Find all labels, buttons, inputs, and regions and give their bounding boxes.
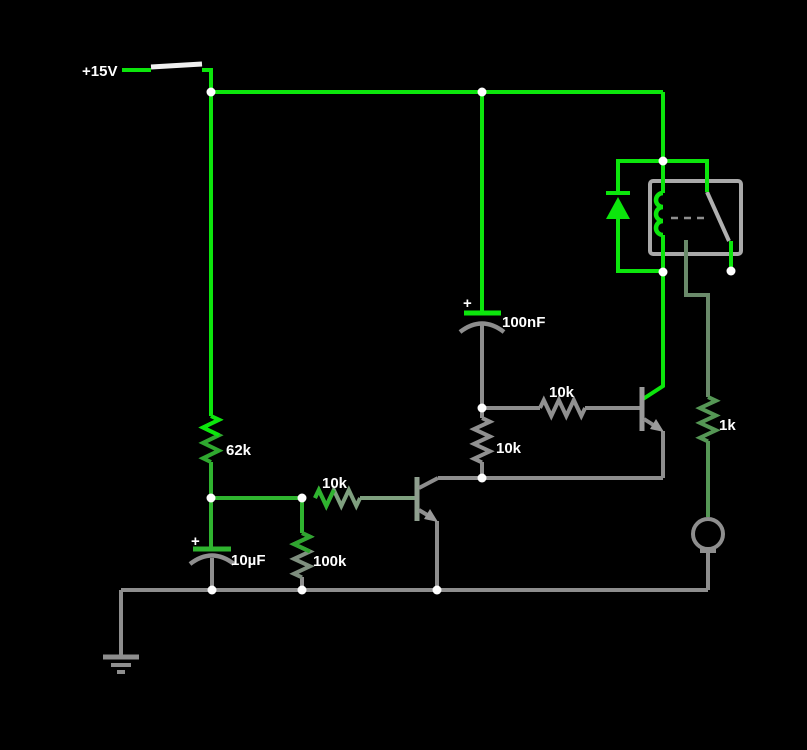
junction-dot <box>432 585 442 595</box>
labels: +15V + 100nF 10k 10k 62k 10k + 10µF 100k… <box>82 63 736 570</box>
wire <box>616 159 663 193</box>
label-10k-top: 10k <box>549 384 575 401</box>
led[interactable] <box>691 517 725 551</box>
resistor-62k[interactable] <box>198 414 224 464</box>
resistor-zigzag <box>538 395 587 421</box>
label-supply: +15V <box>82 63 117 80</box>
label-10uF: 10µF <box>231 552 266 569</box>
junction-dot <box>297 585 307 595</box>
mid-voltage-wires[interactable] <box>209 462 304 549</box>
wire-relay-lamp[interactable] <box>684 240 710 397</box>
emitter-arrow <box>650 419 664 432</box>
neutral-wires[interactable] <box>119 325 716 656</box>
cap-curved-plate <box>458 321 506 334</box>
npn-transistor-left[interactable] <box>414 476 439 522</box>
capacitor-10uF[interactable] <box>188 546 236 566</box>
cap-curved-plate <box>188 553 236 566</box>
diode[interactable] <box>606 159 663 273</box>
low-voltage-wires[interactable] <box>360 240 710 517</box>
junction-dot <box>477 403 487 413</box>
resistor-10k-right-base[interactable] <box>538 395 587 421</box>
junction-dot <box>297 493 307 503</box>
resistor-10k-divider[interactable] <box>469 408 495 465</box>
junction-dot <box>477 87 487 97</box>
wire[interactable] <box>202 68 213 92</box>
capacitor-100nF[interactable] <box>458 310 506 334</box>
junction-dot <box>477 473 487 483</box>
junction-dots <box>206 87 736 595</box>
coil-arcs <box>653 190 664 238</box>
emitter-arrow <box>424 509 438 522</box>
junction-dot <box>658 156 668 166</box>
junction-dot <box>206 87 216 97</box>
resistor-zigzag-bright <box>198 414 224 438</box>
resistor-zigzag <box>469 416 495 465</box>
label-plus-storage: + <box>191 533 200 550</box>
wire <box>616 219 663 273</box>
ground[interactable] <box>103 654 139 674</box>
relay-box <box>648 179 743 256</box>
npn-transistor-right[interactable] <box>639 387 664 432</box>
junction-dot <box>658 267 668 277</box>
relay[interactable] <box>648 179 743 256</box>
resistor-10k-left[interactable] <box>313 485 362 511</box>
transistor-collector-lead <box>418 476 439 490</box>
junction-dot <box>207 585 217 595</box>
label-100k: 100k <box>313 553 347 570</box>
relay-coil[interactable] <box>653 161 665 272</box>
junction-dot <box>726 266 736 276</box>
resistor-zigzag-bright <box>313 485 336 511</box>
switch[interactable] <box>150 61 203 70</box>
label-plus-timing: + <box>463 295 472 312</box>
resistor-1k[interactable] <box>695 395 721 444</box>
switch-lever[interactable] <box>150 61 203 70</box>
label-10k-divider: 10k <box>496 440 522 457</box>
label-62k: 62k <box>226 442 252 459</box>
wire-collector[interactable] <box>641 272 665 401</box>
resistor-zigzag-bright <box>289 531 315 554</box>
relay-switch-arm <box>705 191 731 242</box>
label-1k: 1k <box>719 417 736 434</box>
junction-dot <box>206 493 216 503</box>
positive-rail-wires[interactable] <box>122 68 733 416</box>
led-circle <box>691 517 725 551</box>
wire-relay-pivot[interactable] <box>663 159 709 192</box>
label-100nF: 100nF <box>502 314 545 331</box>
resistor-100k[interactable] <box>289 531 315 580</box>
diode-triangle <box>606 197 630 219</box>
resistor-zigzag <box>695 395 721 444</box>
label-10k-left: 10k <box>322 475 348 492</box>
